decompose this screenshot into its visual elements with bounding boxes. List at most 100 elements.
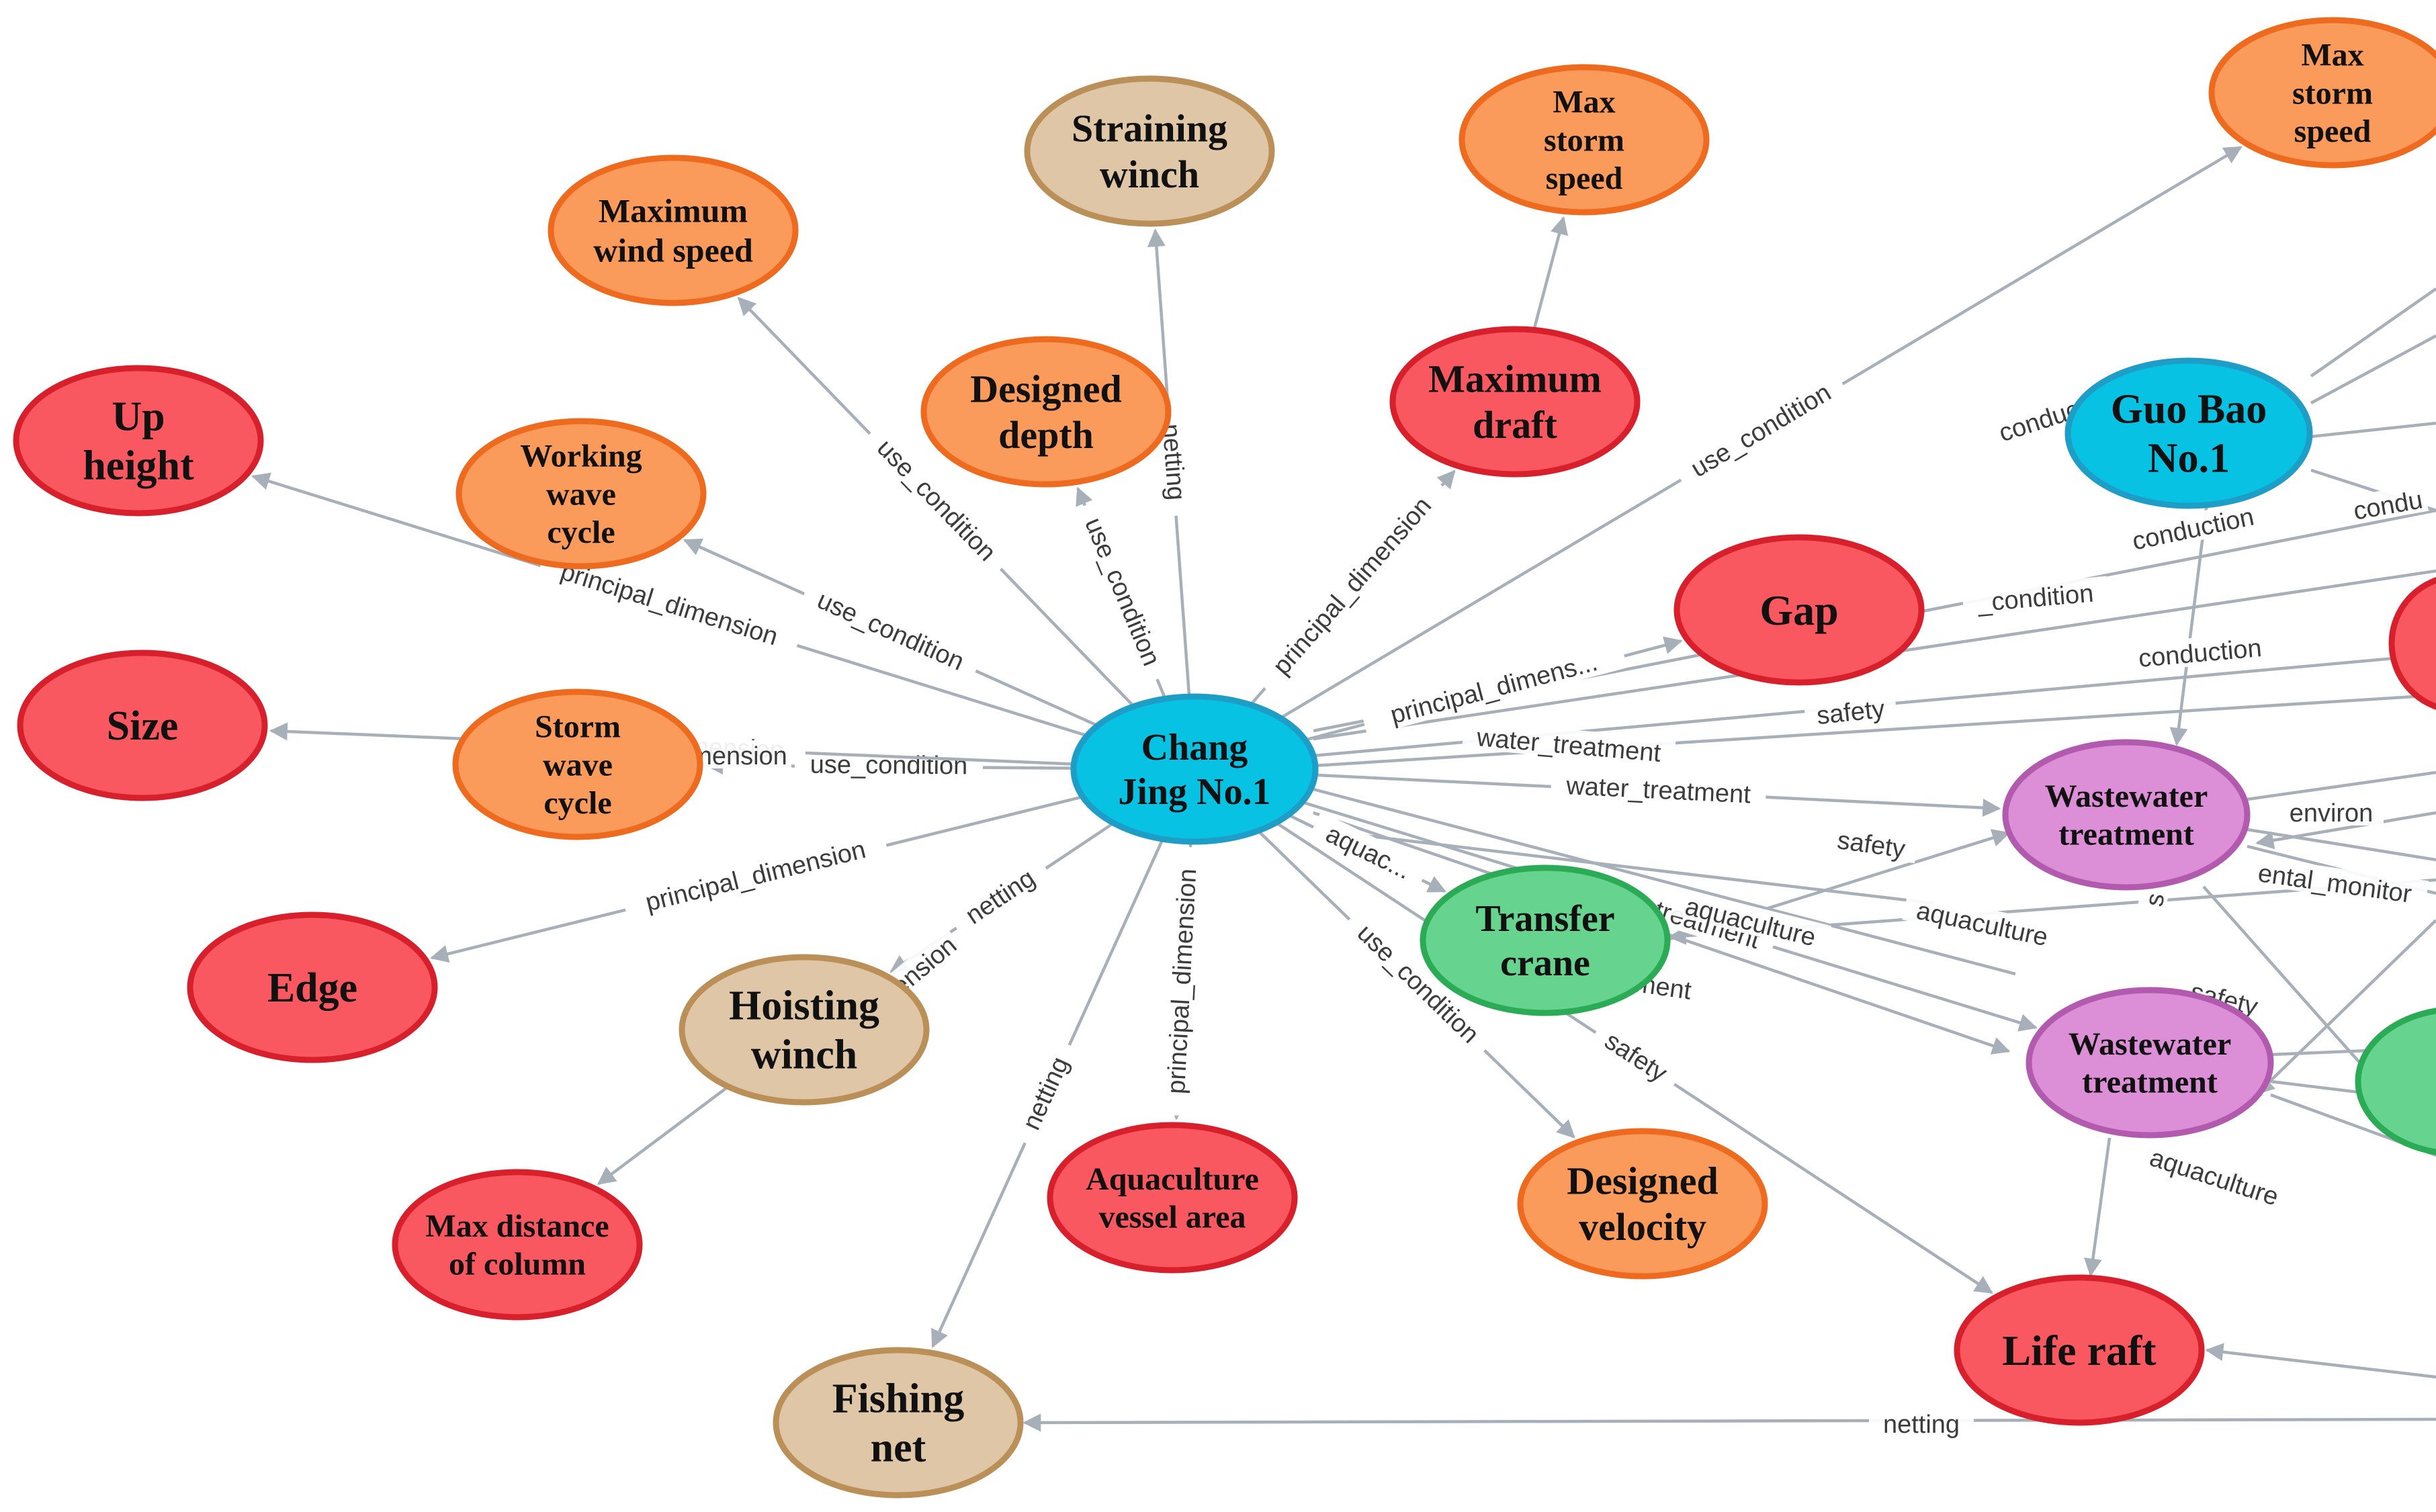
node-circle[interactable] (1389, 326, 1641, 478)
node-label: treatment (2058, 817, 2194, 852)
edge-label-group: aquaculture (1902, 892, 2063, 953)
edge-line-16 (2255, 811, 2436, 850)
edge-maxdraft-maxstorm1[interactable] (1533, 216, 1569, 328)
node-partialgreen[interactable] (2355, 1008, 2436, 1155)
edge-label-group: aquaculture (2134, 1137, 2295, 1214)
node-circle[interactable] (17, 650, 268, 801)
node-label: wave (546, 476, 616, 512)
node-circle[interactable] (2002, 739, 2251, 891)
node-circle[interactable] (1070, 693, 1319, 845)
edge-label: environ (2290, 799, 2374, 828)
node-label: vessel area (1098, 1200, 1246, 1235)
node-circle[interactable] (452, 688, 703, 840)
node-edge[interactable]: Edge (187, 911, 438, 1063)
node-label: net (871, 1425, 926, 1471)
edge-label-background (1159, 846, 1203, 1116)
node-circle[interactable] (392, 1169, 643, 1321)
edge-label-background (537, 549, 803, 658)
node-gap[interactable]: Gap (1673, 534, 1925, 686)
edge-label-group: mension (687, 740, 791, 770)
node-label: wave (543, 747, 613, 783)
edge-label: _condition (1976, 580, 2095, 618)
edge-chang-designeddepth[interactable]: use_condition (1073, 486, 1174, 697)
node-label: of column (449, 1247, 586, 1282)
edge-chang-straining[interactable]: netting (1147, 228, 1194, 695)
edge-label: principal_dimension (643, 836, 869, 917)
edge-label-group: s (2137, 885, 2170, 914)
node-circle[interactable] (2388, 576, 2436, 711)
edge-label-background (861, 421, 1014, 578)
node-liferaft[interactable]: Life raft (1954, 1274, 2205, 1426)
edge-label-background (2241, 855, 2429, 909)
node-circle[interactable] (1420, 864, 1671, 1016)
edge-chang-maxdraft[interactable]: principal_dimension (1251, 470, 1456, 704)
node-circle[interactable] (1459, 64, 1710, 216)
node-circle[interactable] (2026, 987, 2274, 1139)
node-label: Straining (1072, 107, 1227, 150)
node-circle[interactable] (455, 418, 707, 570)
edge-line-25 (1313, 828, 1935, 905)
edge-label-background (2347, 483, 2429, 525)
node-circle[interactable] (679, 954, 930, 1106)
edge-chang-wastewater1[interactable]: water_treatment (1317, 769, 2001, 817)
node-circle[interactable] (1024, 75, 1275, 227)
edge-line-3 (2310, 421, 2436, 439)
node-circle[interactable] (1517, 1128, 1768, 1280)
edge-hoisting-maxdist[interactable] (597, 1087, 728, 1186)
edge-label: condu (2351, 486, 2425, 525)
edge-label-background (1252, 474, 1451, 697)
node-size[interactable]: Size (17, 650, 268, 801)
node-circle[interactable] (187, 911, 438, 1063)
node-circle[interactable] (1047, 1122, 1298, 1274)
node-label: Guo Bao (2111, 387, 2267, 433)
node-label: Gap (1759, 586, 1838, 634)
edge-line-5 (2169, 503, 2209, 746)
edge-label-group: use_condition (1671, 369, 1849, 491)
edge-label-background (2126, 631, 2273, 672)
edge-label-group: condu (2347, 483, 2429, 526)
node-partialred[interactable] (2388, 576, 2436, 711)
node-label: Designed (970, 367, 1122, 411)
node-label: cycle (543, 785, 611, 821)
edge-label: principal_dimension (1162, 868, 1202, 1095)
edge-line-11 (2247, 828, 2436, 862)
edge-label: use_condition (813, 586, 968, 676)
node-circle[interactable] (773, 1347, 1024, 1499)
edge-label: principal_dimension (558, 558, 781, 652)
node-circle[interactable] (1954, 1274, 2205, 1426)
edge-label-background (799, 578, 984, 682)
node-circle[interactable] (2208, 17, 2436, 169)
edge-label-group: safety (1824, 822, 1919, 864)
edge-line (597, 1087, 728, 1186)
node-circle[interactable] (920, 336, 1172, 488)
node-circle[interactable] (2064, 357, 2313, 509)
node-circle[interactable] (1673, 534, 1925, 686)
node-label: Storm (535, 709, 621, 745)
node-circle[interactable] (2355, 1008, 2436, 1155)
edge-label-group: safety (1589, 1018, 1684, 1095)
edge-label: aquaculture (2146, 1143, 2282, 1211)
node-circle[interactable] (13, 365, 264, 517)
edge-chang-avarea[interactable]: principal_dimension (1159, 844, 1203, 1120)
node-circle[interactable] (548, 154, 799, 306)
edge-label-background (2134, 1137, 2295, 1214)
